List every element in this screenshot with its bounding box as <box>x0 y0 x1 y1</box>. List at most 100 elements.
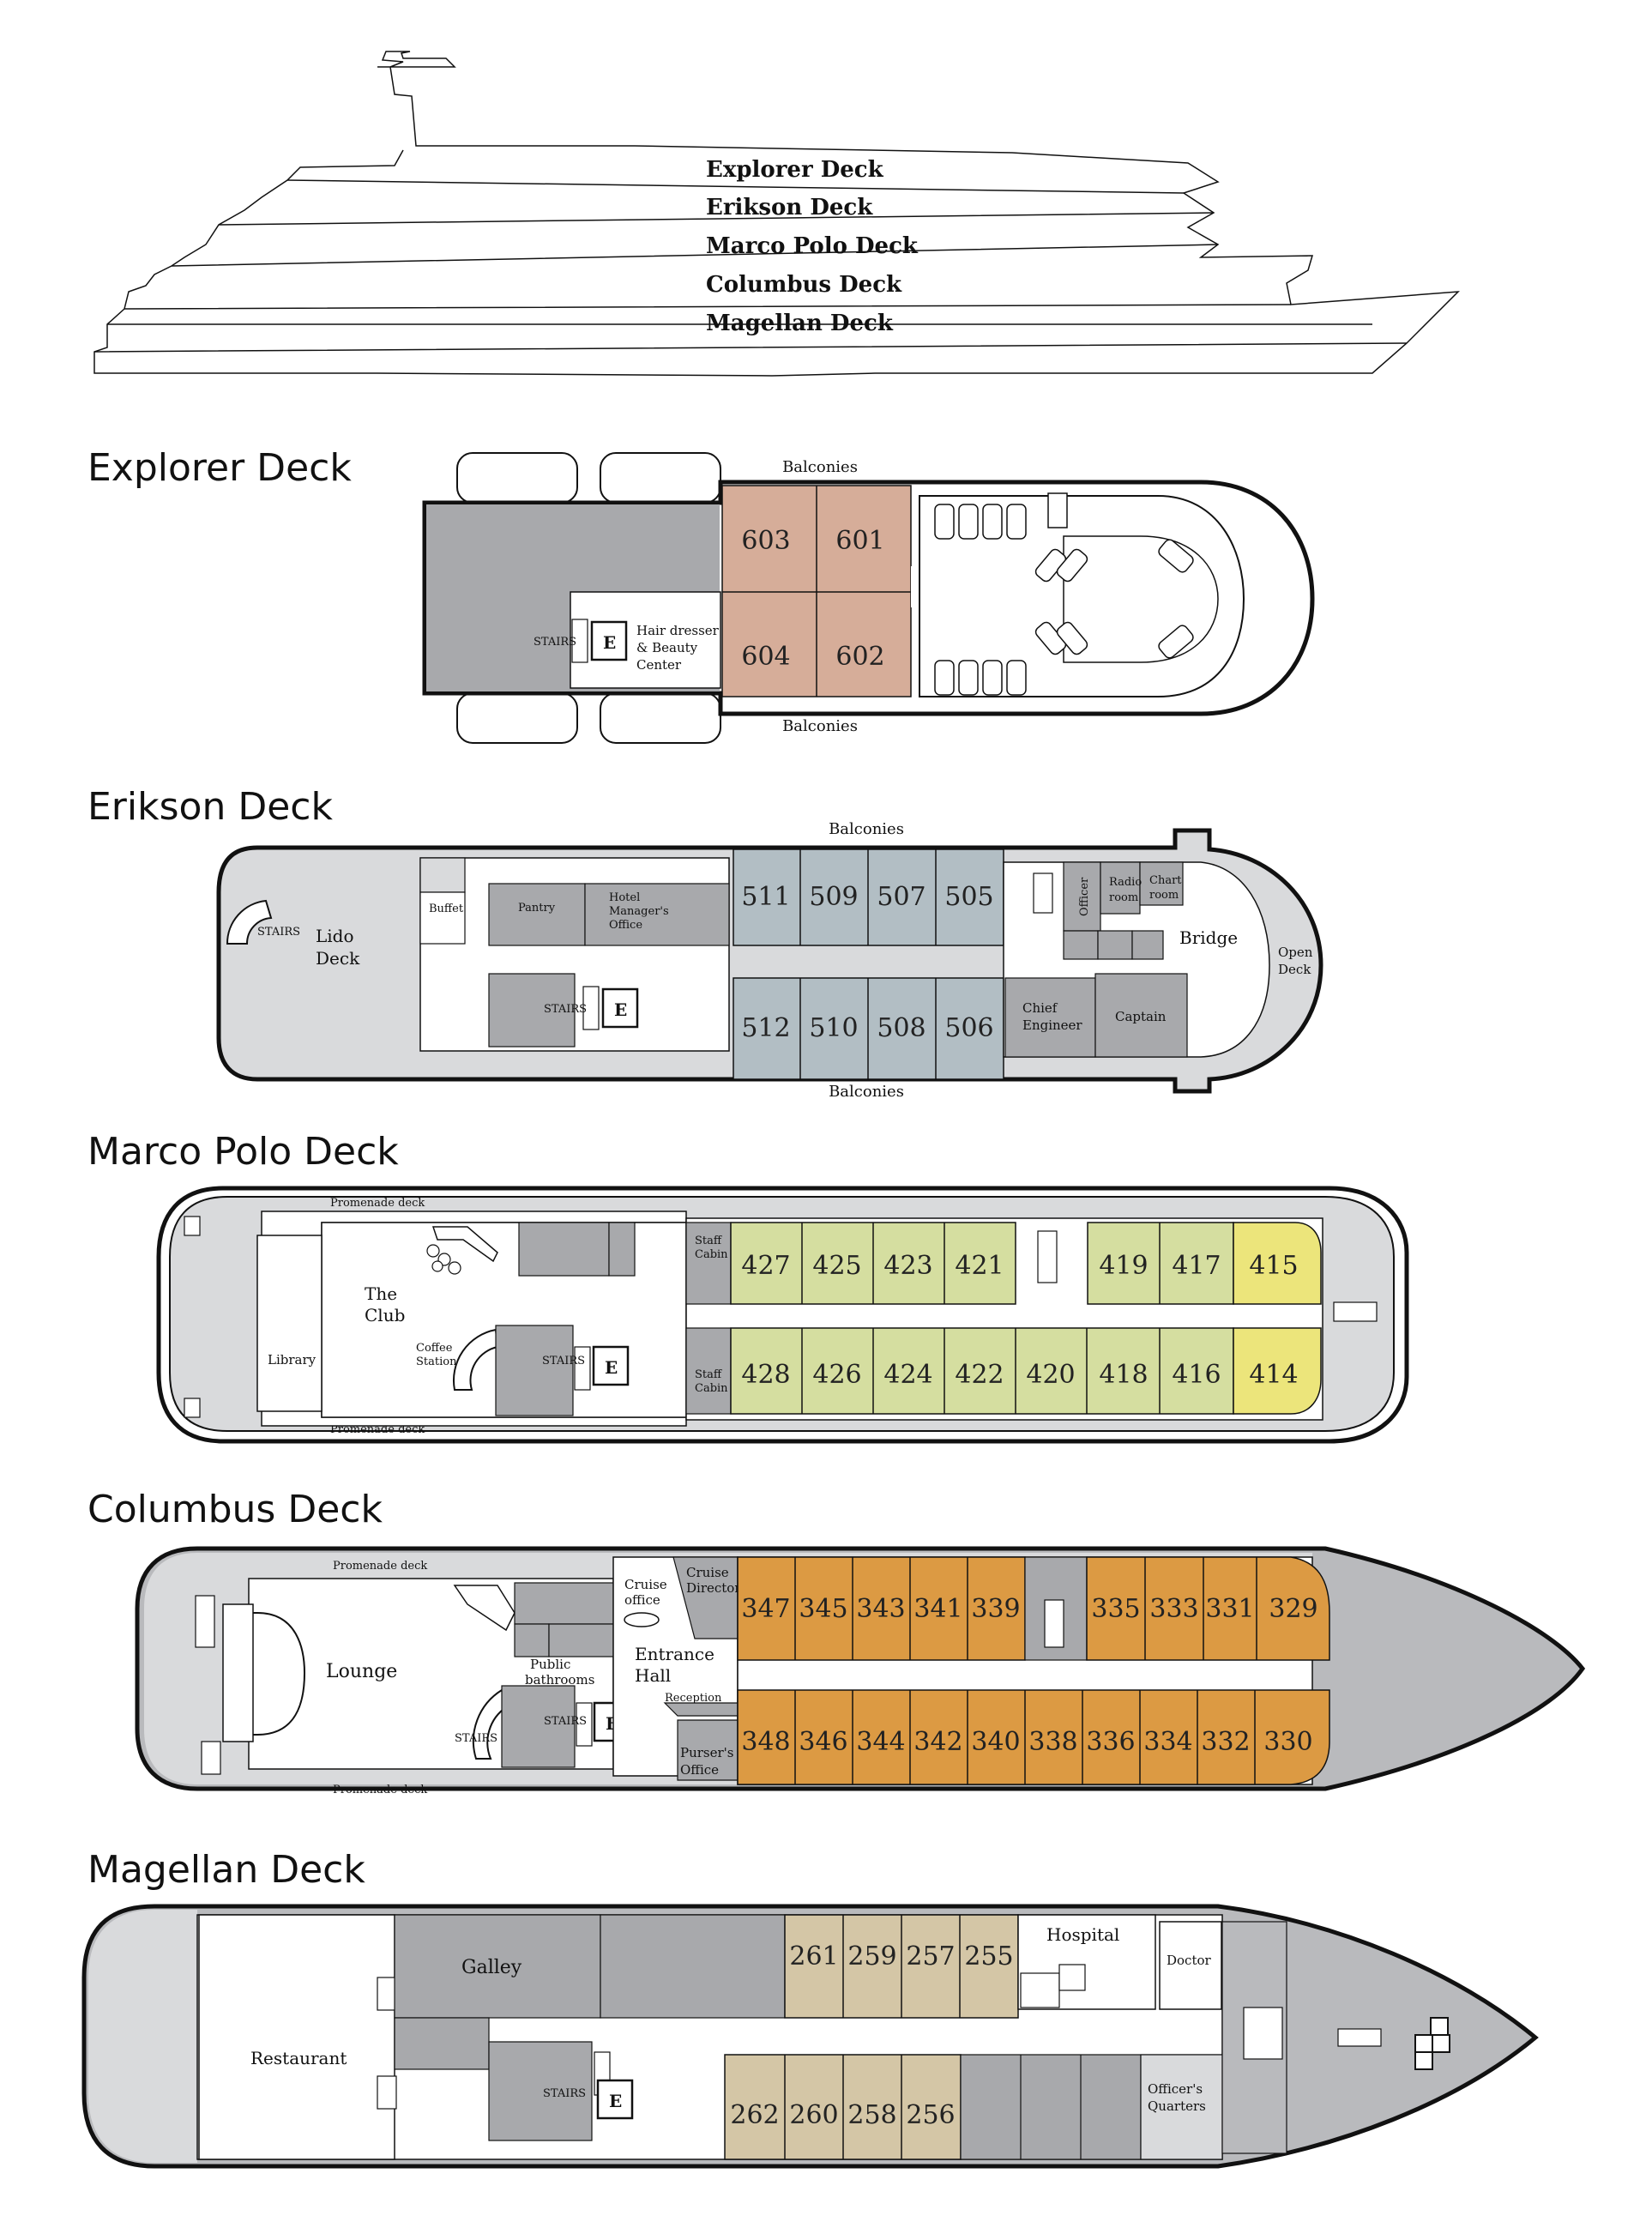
cabin-426[interactable]: 426 <box>812 1360 861 1390</box>
lido-stairs-icon <box>226 899 273 945</box>
chief-engineer-label-1: Chief <box>1022 1000 1058 1016</box>
cabin-262[interactable]: 262 <box>730 2100 779 2130</box>
chief-engineer-label-2: Engineer <box>1022 1017 1082 1033</box>
elevator-icon[interactable] <box>601 987 639 1029</box>
explorer-balconies-top: Balconies <box>782 458 858 476</box>
cabin-603[interactable]: 603 <box>741 526 790 556</box>
cabin-509[interactable]: 509 <box>809 882 858 912</box>
cabin-259[interactable]: 259 <box>847 1941 896 1971</box>
lounge-stage <box>248 1612 306 1736</box>
cabin-341[interactable]: 341 <box>913 1594 962 1624</box>
cabin-336[interactable]: 336 <box>1086 1727 1135 1757</box>
cabin-334[interactable]: 334 <box>1143 1727 1192 1757</box>
cabin-602[interactable]: 602 <box>835 642 884 672</box>
balcony-pad <box>600 452 721 504</box>
elevator-icon[interactable] <box>590 620 628 661</box>
columbus-promenade-top: Promenade deck <box>333 1560 427 1573</box>
cabin-342[interactable]: 342 <box>913 1727 962 1757</box>
cabin-510[interactable]: 510 <box>809 1013 858 1043</box>
ship-profile: Explorer Deck Erikson Deck Marco Polo De… <box>93 51 1460 377</box>
cabin-601[interactable]: 601 <box>835 526 884 556</box>
cabin-423[interactable]: 423 <box>883 1251 932 1281</box>
columbus-stairs-icon <box>576 1702 593 1747</box>
cabin-331[interactable]: 331 <box>1205 1594 1254 1624</box>
open-deck-label-1: Open <box>1278 945 1313 960</box>
magellan-stairs-label: STAIRS <box>543 2087 586 2100</box>
coffee-station-label-1: Coffee <box>416 1342 453 1355</box>
cabin-261[interactable]: 261 <box>789 1941 838 1971</box>
library-label: Library <box>268 1352 317 1368</box>
the-club-label-2: Club <box>365 1305 405 1325</box>
library-area <box>256 1235 323 1412</box>
bow-stairs-icon <box>1337 2028 1382 2047</box>
cabin-346[interactable]: 346 <box>799 1727 847 1757</box>
erikson-deck: Erikson Deck Balconies Balconies Buffet … <box>87 785 1323 1101</box>
radio-room-label-2: room <box>1109 891 1138 904</box>
cabin-260[interactable]: 260 <box>789 2100 838 2130</box>
cabin-511[interactable]: 511 <box>741 882 790 912</box>
profile-label-marco-polo: Marco Polo Deck <box>706 233 919 259</box>
cabin-414[interactable]: 414 <box>1249 1360 1298 1390</box>
cabin-418[interactable]: 418 <box>1099 1360 1148 1390</box>
cabin-343[interactable]: 343 <box>856 1594 905 1624</box>
cruise-office-label-2: office <box>624 1592 660 1608</box>
pursers-office-label-2: Office <box>680 1762 719 1778</box>
cabin-330[interactable]: 330 <box>1263 1727 1312 1757</box>
cabin-506[interactable]: 506 <box>944 1013 993 1043</box>
cabin-335[interactable]: 335 <box>1091 1594 1140 1624</box>
hotel-manager-label-3: Office <box>609 919 642 932</box>
cabin-505[interactable]: 505 <box>944 882 993 912</box>
cabin-417[interactable]: 417 <box>1172 1251 1221 1281</box>
cabin-421[interactable]: 421 <box>955 1251 1004 1281</box>
cabin-332[interactable]: 332 <box>1201 1727 1250 1757</box>
cabin-508[interactable]: 508 <box>877 1013 925 1043</box>
hair-dresser-label-1: Hair dresser <box>636 623 720 638</box>
cabin-348[interactable]: 348 <box>741 1727 790 1757</box>
lido-stairs-label: STAIRS <box>257 926 300 939</box>
cabin-428[interactable]: 428 <box>741 1360 790 1390</box>
cabin-416[interactable]: 416 <box>1172 1360 1221 1390</box>
lounge-stairs-label: STAIRS <box>455 1732 497 1745</box>
cabin-422[interactable]: 422 <box>955 1360 1004 1390</box>
officer-room <box>1063 861 1101 932</box>
explorer-deck: Explorer Deck Balconies Balconies 603 60… <box>87 446 1315 744</box>
deck-title-magellan: Magellan Deck <box>87 1848 365 1892</box>
cabin-424[interactable]: 424 <box>883 1360 932 1390</box>
profile-label-magellan: Magellan Deck <box>706 311 894 336</box>
cabin-329[interactable]: 329 <box>1269 1594 1317 1624</box>
cabin-347[interactable]: 347 <box>741 1594 790 1624</box>
cabin-425[interactable]: 425 <box>812 1251 861 1281</box>
radio-room-label-1: Radio <box>1109 876 1142 889</box>
cabin-419[interactable]: 419 <box>1099 1251 1148 1281</box>
cabin-258[interactable]: 258 <box>847 2100 896 2130</box>
elevator-icon[interactable] <box>592 1345 630 1386</box>
elevator-icon[interactable] <box>596 2079 634 2120</box>
deck-title-explorer: Explorer Deck <box>87 446 352 490</box>
cabin-257[interactable]: 257 <box>906 1941 955 1971</box>
cabin-340[interactable]: 340 <box>971 1727 1020 1757</box>
cabin-604[interactable]: 604 <box>741 642 790 672</box>
officers-quarters <box>1140 2054 1223 2160</box>
cabin-256[interactable]: 256 <box>906 2100 955 2130</box>
officers-quarters-label-2: Quarters <box>1148 2098 1206 2114</box>
cabin-333[interactable]: 333 <box>1149 1594 1198 1624</box>
cabin-255[interactable]: 255 <box>964 1941 1013 1971</box>
bridge-stairs-icon <box>1033 872 1053 914</box>
cabin-427[interactable]: 427 <box>741 1251 790 1281</box>
restaurant-area <box>198 1914 395 2160</box>
cabin-512[interactable]: 512 <box>741 1013 790 1043</box>
cabin-338[interactable]: 338 <box>1028 1727 1077 1757</box>
cabin-344[interactable]: 344 <box>856 1727 905 1757</box>
doctor-label: Doctor <box>1167 1953 1212 1968</box>
staff-cabin-bottom <box>685 1327 732 1415</box>
hotel-manager-office <box>584 883 730 946</box>
erikson-stairs-icon <box>582 986 600 1030</box>
cabin-339[interactable]: 339 <box>971 1594 1020 1624</box>
captain-cabin <box>1094 973 1188 1058</box>
cabin-507[interactable]: 507 <box>877 882 925 912</box>
cruise-office-label-1: Cruise <box>624 1577 667 1592</box>
cabin-420[interactable]: 420 <box>1026 1360 1075 1390</box>
cabin-415[interactable]: 415 <box>1249 1251 1298 1281</box>
cabin-345[interactable]: 345 <box>799 1594 847 1624</box>
buffet-area <box>419 891 466 945</box>
